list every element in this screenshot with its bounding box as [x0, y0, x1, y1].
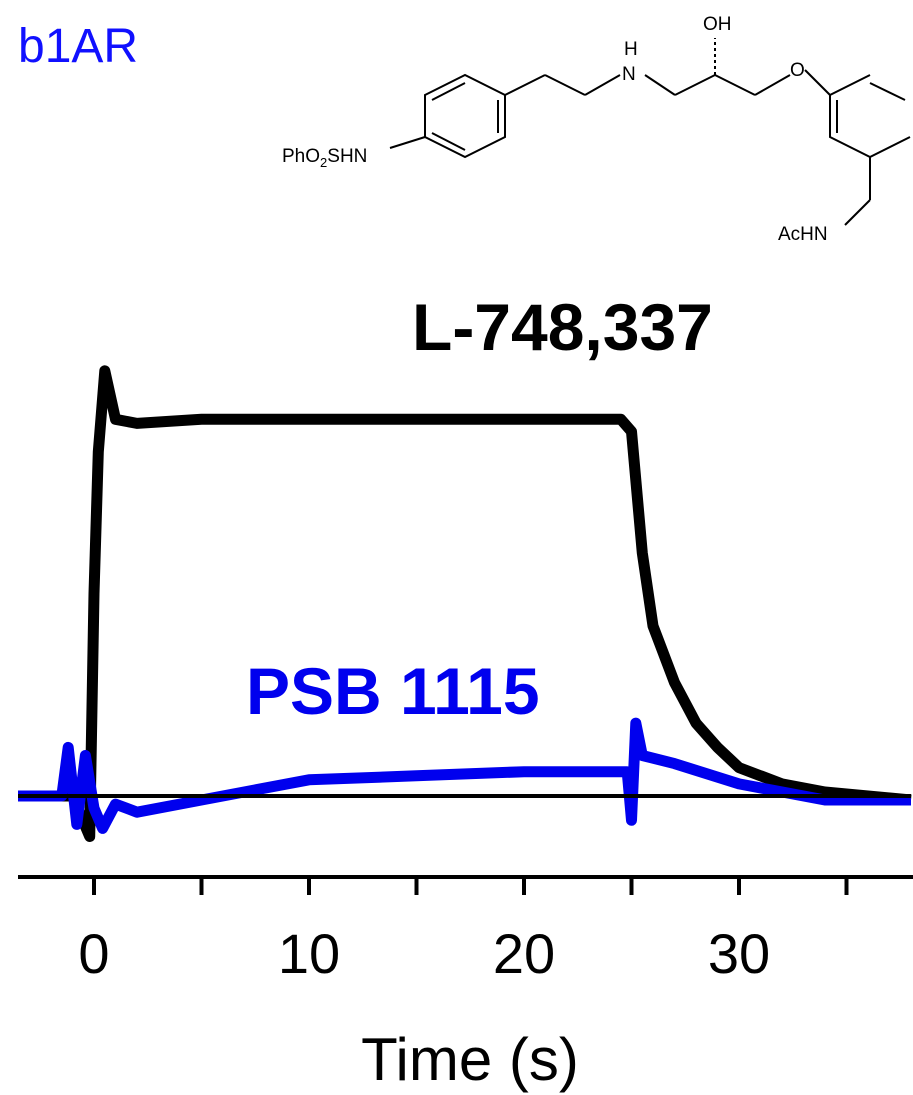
nh-h-label: H: [624, 39, 638, 60]
acetamide-label: AcHN: [778, 224, 828, 245]
x-axis-label: Time (s): [361, 1026, 579, 1093]
chemical-structure: [389, 38, 911, 226]
sulfonamide-label: PhO2SHN: [282, 146, 367, 170]
ring-double-bond: [869, 82, 906, 101]
structure-labels: OH H N O PhO2SHN AcHN: [282, 14, 828, 245]
bond: [714, 74, 756, 96]
x-tick-label: 30: [708, 922, 770, 985]
x-tick-label: 10: [278, 922, 340, 985]
bond: [844, 199, 871, 226]
ring-double-bond: [431, 82, 466, 101]
panel-label: b1AR: [18, 20, 138, 73]
bond: [644, 74, 676, 96]
bond: [544, 74, 586, 96]
oh-label: OH: [703, 14, 732, 35]
x-axis: 0 10 20 30: [18, 875, 913, 985]
bond: [674, 74, 716, 96]
series-line-psb1115: [18, 717, 911, 834]
x-tick-label: 0: [78, 922, 109, 985]
bond: [754, 74, 791, 96]
bond: [389, 136, 426, 149]
series-line-l748337: [18, 365, 912, 842]
compound-label-psb1115: PSB 1115: [246, 654, 540, 728]
bond: [584, 74, 621, 96]
ether-o-label: O: [790, 60, 805, 81]
x-tick-label: 20: [493, 922, 555, 985]
bond: [504, 74, 546, 96]
benzene-ring-left: [424, 73, 506, 159]
benzene-ring-right: [829, 74, 911, 159]
compound-label-l748337: L-748,337: [412, 290, 713, 364]
plot-area: [18, 365, 912, 842]
nh-n-label: N: [622, 64, 636, 85]
bond: [804, 69, 831, 96]
ring-double-bond: [431, 132, 466, 151]
